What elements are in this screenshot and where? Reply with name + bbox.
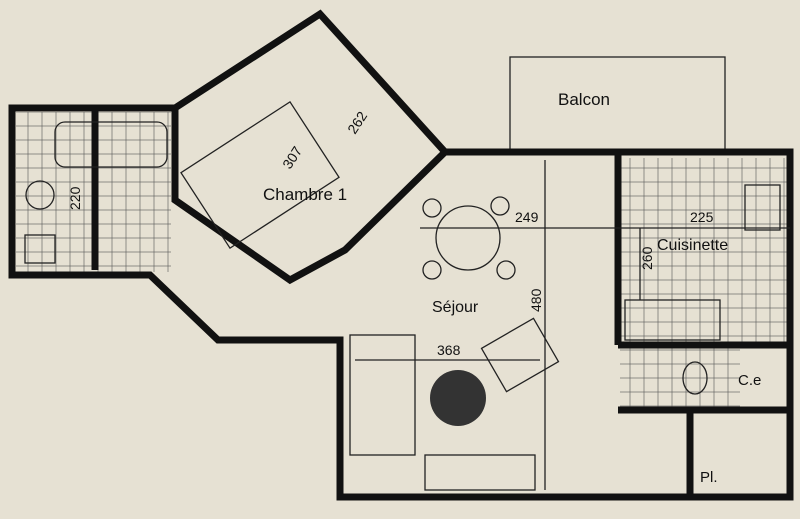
chair (490, 196, 510, 216)
room-label-cuisinette: Cuisinette (657, 237, 728, 254)
kitchen-tiles (620, 158, 788, 343)
cabinet (24, 234, 56, 264)
dim-cuisine-depth: 260 (639, 246, 655, 270)
dim-cuisine-width: 225 (690, 209, 714, 225)
dim-bath: 220 (67, 186, 83, 210)
sofa (349, 334, 416, 456)
room-label-placard: Pl. (700, 469, 718, 486)
dim-chambre-closet: 262 (344, 108, 370, 136)
round-rug (430, 370, 486, 426)
toilet (682, 361, 708, 395)
dim-sejour-width: 368 (437, 342, 461, 358)
kitchen-counter (624, 299, 721, 341)
chair (496, 260, 516, 280)
balcony (509, 56, 726, 153)
exterior-walls (8, 9, 794, 501)
room-label-chambre: Chambre 1 (263, 185, 347, 204)
armchair (480, 317, 560, 393)
dim-sejour-depth: 480 (528, 288, 544, 312)
chair (422, 198, 442, 218)
room-label-ce: C.e (738, 372, 761, 389)
tv-unit (424, 454, 536, 491)
room-label-sejour: Séjour (432, 299, 479, 316)
chair (422, 260, 442, 280)
chambre-partition (171, 108, 448, 285)
dim-chambre-width: 307 (279, 143, 305, 171)
room-label-balcon: Balcon (558, 90, 610, 109)
dim-sejour-upper: 249 (515, 209, 539, 225)
washbasin (25, 180, 55, 210)
dining-table (435, 205, 501, 271)
bed (180, 100, 340, 250)
kitchen-table (744, 184, 781, 231)
wc-tiles (620, 348, 740, 408)
bathtub (54, 121, 168, 168)
